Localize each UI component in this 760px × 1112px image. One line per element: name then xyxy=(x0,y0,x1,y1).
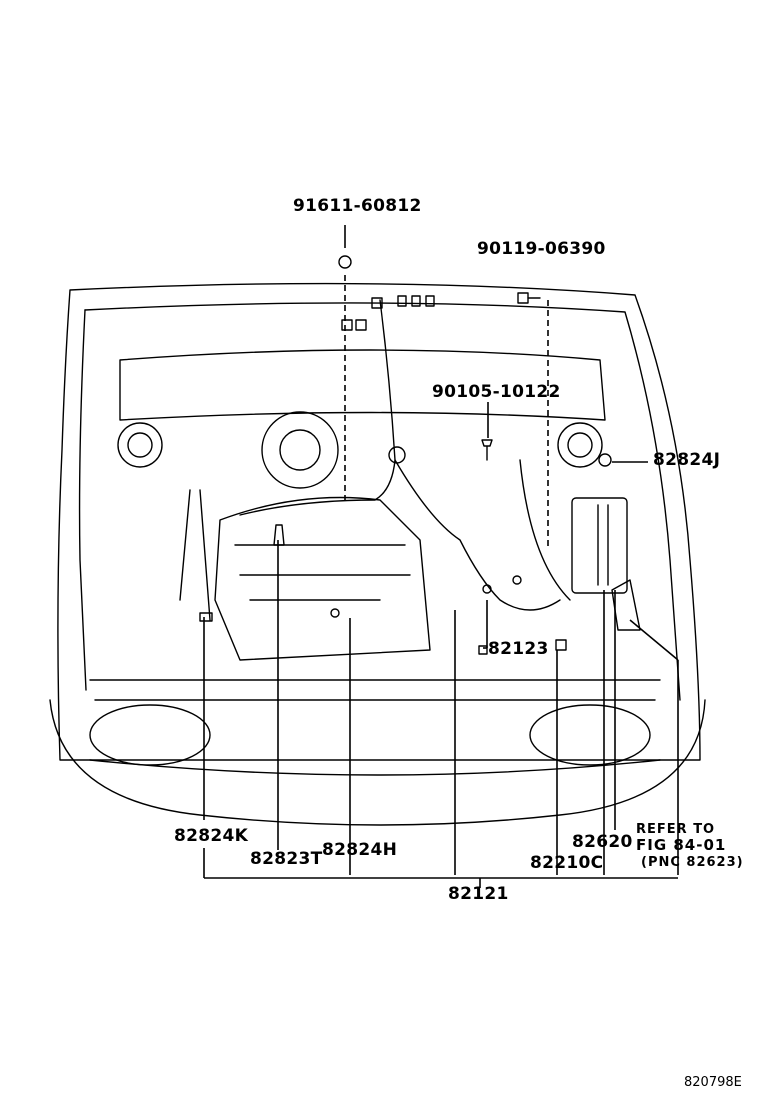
refer-note-line2: FIG 84-01 xyxy=(636,836,727,854)
radiator-support xyxy=(89,679,661,701)
part-label-82620: 82620 xyxy=(572,832,633,852)
right-headlight xyxy=(529,704,651,766)
part-label-90119-06390: 90119-06390 xyxy=(477,239,606,259)
hood-outline xyxy=(57,282,701,761)
part-label-82824J: 82824J xyxy=(653,450,721,470)
part-label-82823T: 82823T xyxy=(250,849,323,869)
part-label-82123: 82123 xyxy=(488,639,549,659)
part-label-82210C: 82210C xyxy=(530,853,604,873)
left-headlight xyxy=(89,704,211,766)
part-label-82824H: 82824H xyxy=(322,840,398,860)
right-strut-tower xyxy=(557,422,603,468)
refer-note-line1: REFER TO xyxy=(636,822,716,837)
part-label-91611-60812: 91611-60812 xyxy=(293,196,422,216)
intake-circle xyxy=(261,411,339,489)
cowl-panel xyxy=(119,349,606,421)
part-label-82121: 82121 xyxy=(448,884,509,904)
figure-id: 820798E xyxy=(684,1075,742,1090)
part-label-82824K: 82824K xyxy=(174,826,249,846)
front-bumper xyxy=(49,699,706,826)
harness-grommet xyxy=(388,446,406,464)
harness-main xyxy=(239,299,396,516)
relay-box xyxy=(571,497,628,594)
engine-block xyxy=(214,496,431,661)
left-strut-tower xyxy=(117,422,163,468)
part-label-90105-10122: 90105-10122 xyxy=(432,382,561,402)
bracket-clip xyxy=(338,255,352,269)
hood-inner-edge xyxy=(84,302,681,701)
refer-note-line3: (PNC 82623) xyxy=(641,855,744,870)
